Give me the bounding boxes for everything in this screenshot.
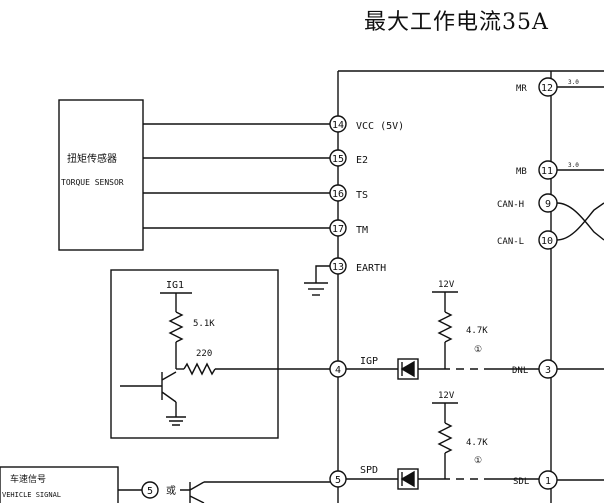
svg-text:15: 15 (332, 154, 344, 165)
ign-supply-label: IG1 (166, 280, 184, 291)
resistor-5-1k (168, 311, 184, 343)
resistor-220 (183, 362, 216, 376)
left-pin-5: 5 SPD (329, 465, 378, 488)
svg-text:5: 5 (335, 475, 341, 486)
right-pin-3: 3 DNL (512, 359, 604, 379)
diagram-title: 最大工作电流35A (364, 10, 549, 35)
right-pin-11: 11 MB 3.0 (516, 160, 604, 180)
svg-text:14: 14 (332, 120, 344, 131)
pullup-2-resistor (437, 422, 453, 454)
svg-text:EARTH: EARTH (356, 263, 386, 274)
svg-text:12: 12 (541, 83, 553, 94)
vehicle-signal-label-en: VEHICLE SIGNAL (2, 491, 61, 499)
left-pin-4: 4 IGP (329, 356, 378, 378)
earth-ground-icon (304, 265, 330, 296)
transistor-icon (120, 371, 177, 403)
svg-text:4: 4 (335, 365, 341, 376)
vehicle-transistor-icon (180, 481, 205, 503)
torque-sensor-label-cn: 扭矩传感器 (67, 152, 117, 165)
left-pin-14: 14 VCC (5V) (329, 115, 404, 133)
svg-text:11: 11 (541, 166, 553, 177)
svg-text:13: 13 (332, 262, 344, 273)
r2-label: 220 (196, 349, 212, 359)
svg-text:4.7K: 4.7K (466, 326, 488, 336)
right-pin-10: 10 CAN-L (497, 230, 558, 250)
svg-text:IGP: IGP (360, 356, 378, 367)
diode-2-icon (397, 468, 419, 490)
svg-text:DNL: DNL (512, 366, 528, 376)
right-pin-9: 9 CAN-H (497, 193, 558, 213)
svg-text:TM: TM (356, 225, 368, 236)
svg-text:1: 1 (545, 476, 551, 487)
svg-text:3.0: 3.0 (568, 79, 579, 86)
left-pin-17: 17 TM (329, 219, 368, 237)
r1-label: 5.1K (193, 319, 215, 329)
left-pin-13: 13 EARTH (329, 257, 386, 275)
svg-text:4.7K: 4.7K (466, 438, 488, 448)
svg-text:CAN-L: CAN-L (497, 237, 524, 247)
svg-text:5: 5 (147, 486, 153, 497)
vehicle-signal-label-cn: 车速信号 (10, 473, 46, 485)
svg-text:17: 17 (332, 224, 344, 235)
diode-1-icon (397, 358, 419, 380)
svg-text:SPD: SPD (360, 465, 378, 476)
vehicle-signal-or: 或 (166, 485, 176, 497)
svg-text:①: ① (474, 456, 482, 466)
svg-text:E2: E2 (356, 155, 368, 166)
svg-text:3.0: 3.0 (568, 162, 579, 169)
svg-text:10: 10 (541, 236, 553, 247)
vehicle-signal-pin: 5 (141, 481, 159, 499)
right-pin-1: 1 SDL (513, 470, 604, 490)
ign-circuit-box (110, 269, 279, 439)
svg-text:MB: MB (516, 167, 527, 177)
svg-text:TS: TS (356, 190, 368, 201)
vehicle-signal-box (0, 466, 119, 503)
svg-text:CAN-H: CAN-H (497, 200, 524, 210)
can-twisted-pair (556, 202, 604, 241)
svg-text:VCC (5V): VCC (5V) (356, 121, 404, 132)
torque-sensor-label-en: TORQUE SENSOR (61, 178, 124, 187)
svg-text:3: 3 (545, 365, 551, 376)
torque-sensor-box (58, 99, 144, 251)
left-pin-15: 15 E2 (329, 149, 368, 167)
svg-text:16: 16 (332, 189, 344, 200)
svg-text:MR: MR (516, 84, 527, 94)
right-pin-12: 12 MR 3.0 (516, 77, 604, 97)
svg-text:9: 9 (545, 199, 551, 210)
svg-text:SDL: SDL (513, 477, 529, 487)
pullup-2-supply: 12V (438, 391, 455, 401)
pullup-1-resistor (437, 311, 453, 343)
svg-text:①: ① (474, 345, 482, 355)
left-pin-16: 16 TS (329, 184, 368, 202)
pullup-1-supply: 12V (438, 280, 455, 290)
